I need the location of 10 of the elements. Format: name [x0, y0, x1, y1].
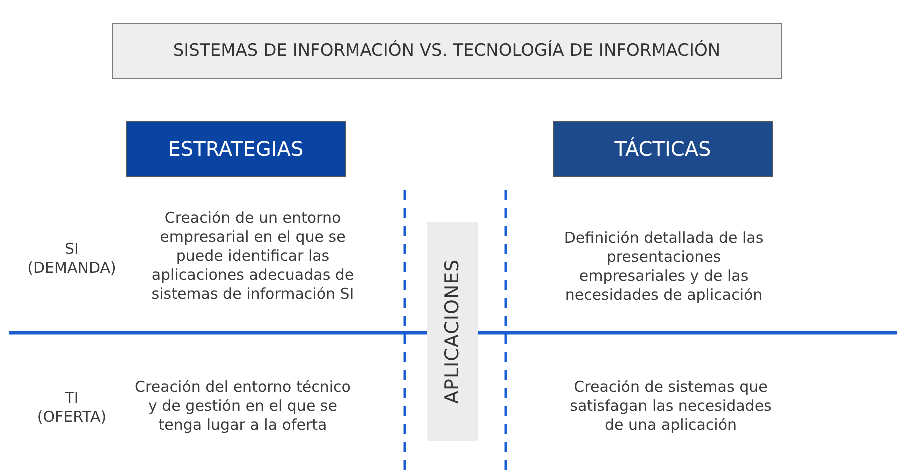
row-label: TI (OFERTA)	[37, 389, 107, 427]
column-header: TÁCTICAS	[553, 121, 773, 177]
description-text: Creación de sistemas que satisfagan las necesidades de una aplicación	[569, 378, 773, 435]
description-text: Creación del entorno técnico y de gestión en el que se tenga lugar a la oferta	[134, 378, 352, 435]
description-text: Definición detallada de las presentaciones empresariales y de las necesidades de aplicación	[563, 229, 765, 305]
title-banner: SISTEMAS DE INFORMACIÓN VS. TECNOLOGÍA DE INFORMACIÓN	[112, 23, 782, 79]
row-label: SI (DEMANDA)	[28, 240, 116, 278]
vertical-band: APLICACIONES	[427, 222, 478, 441]
description-text: Creación de un entorno empresarial en el que se puede identificar las aplicaciones adecuadas de sistemas de información SI	[150, 209, 356, 304]
column-header: ESTRATEGIAS	[126, 121, 346, 177]
